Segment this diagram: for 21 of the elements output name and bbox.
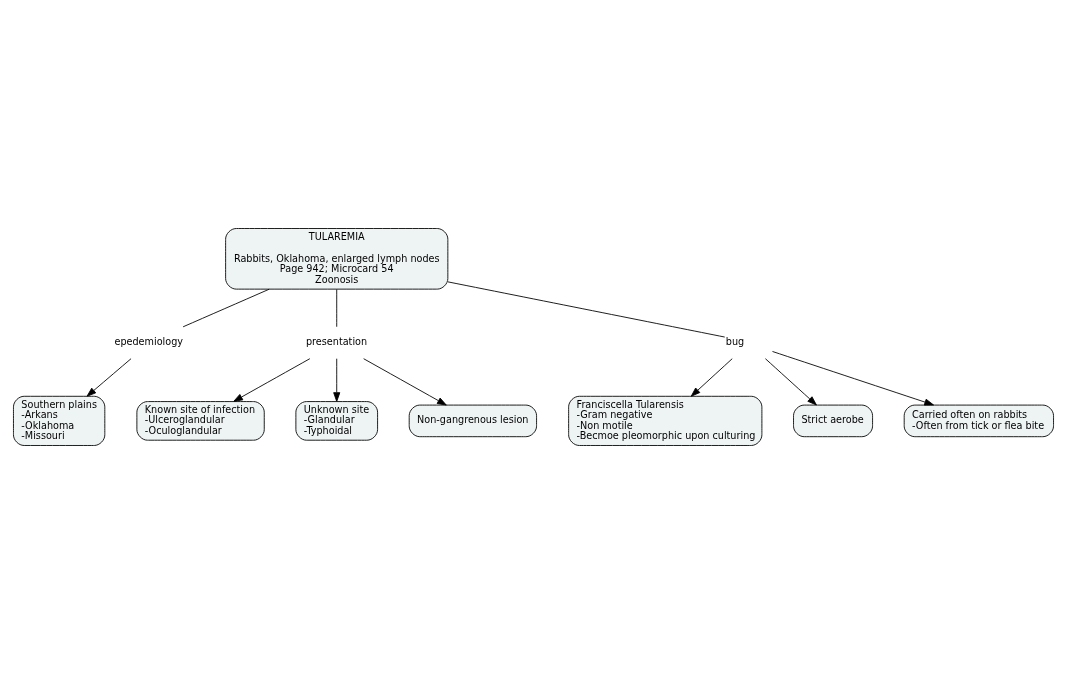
- node-box: Southern plains -Arkans -Oklahoma -Missouri: [13, 395, 106, 446]
- connector: [336, 288, 338, 328]
- connector: [447, 281, 726, 338]
- arrow: [363, 358, 447, 406]
- node-box: Known site of infection -Ulceroglandular -Oculoglandular: [136, 401, 265, 441]
- arrow: [772, 351, 934, 406]
- node-box: Carried often on rabbits -Often from tick or flea bite: [903, 404, 1054, 438]
- node-box: TULAREMIA Rabbits, Oklahoma, enlarged lymph nodes Page 942; Microcard 54 Zoonosis: [225, 228, 449, 290]
- node-text: epedemiology: [114, 336, 183, 348]
- node-box: Strict aerobe: [793, 404, 873, 438]
- arrow: [86, 358, 132, 397]
- connector: [182, 288, 270, 328]
- node-box: Non-gangrenous lesion: [408, 404, 537, 438]
- arrow: [764, 358, 817, 406]
- arrow: [690, 358, 733, 397]
- node-box: Unknown site -Glandular -Typhoidal: [295, 401, 378, 441]
- node-box: Franciscella Tularensis -Gram negative -Non motile -Becmoe pleomorphic upon culturing: [568, 395, 763, 446]
- node-text: bug: [725, 336, 745, 348]
- node-text: presentation: [305, 336, 368, 348]
- arrow: [233, 358, 311, 402]
- arrow: [333, 358, 341, 402]
